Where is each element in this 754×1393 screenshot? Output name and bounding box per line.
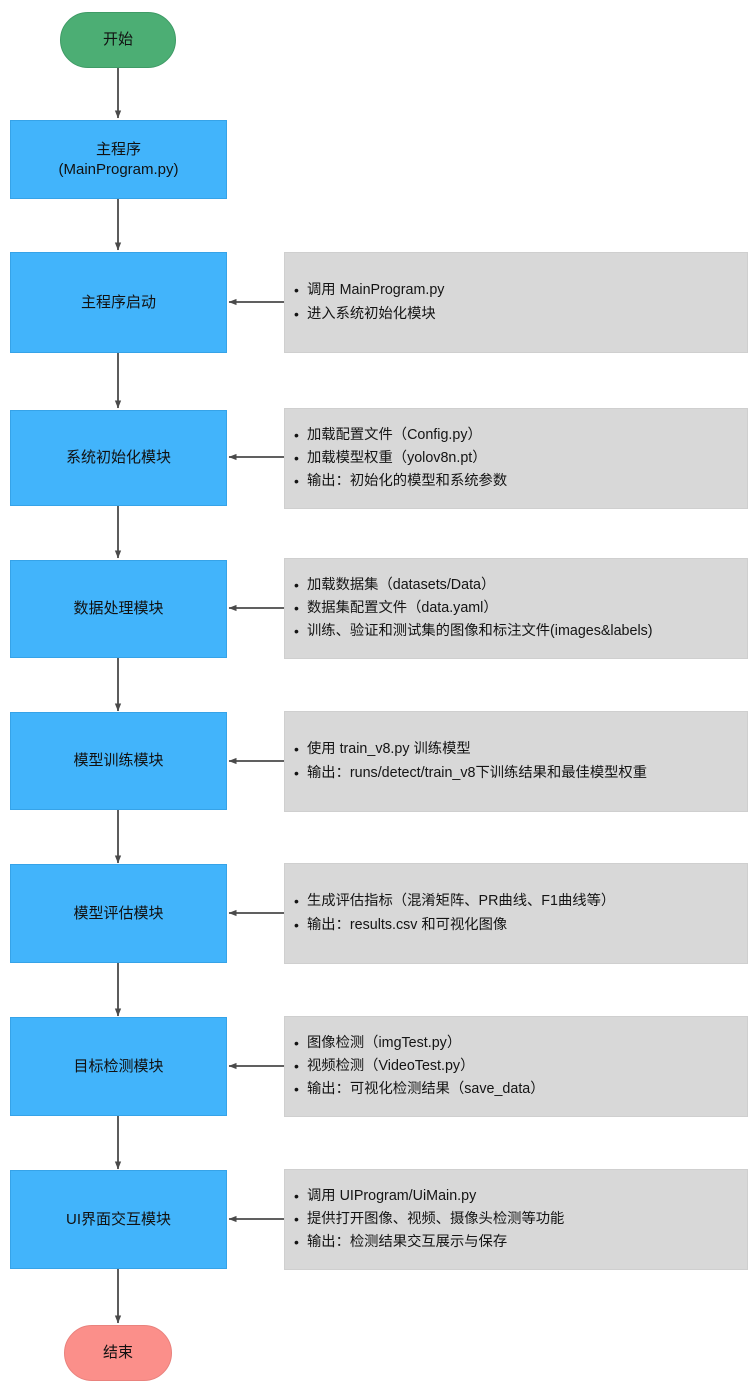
- annotation-item: 输出：results.csv 和可视化图像: [294, 914, 737, 937]
- node-end-label: 结束: [102, 1344, 133, 1362]
- node-data-processing[interactable]: 数据处理模块: [10, 560, 227, 658]
- annotation-item: 输出：检测结果交互展示与保存: [294, 1231, 737, 1254]
- annotation-ui-interaction: 调用 UIProgram/UiMain.py 提供打开图像、视频、摄像头检测等功…: [284, 1169, 748, 1270]
- node-start-label: 开始: [102, 31, 133, 49]
- node-program-launch-label: 主程序启动: [80, 293, 156, 311]
- annotation-item: 输出：runs/detect/train_v8下训练结果和最佳模型权重: [294, 762, 737, 785]
- annotation-item: 视频检测（VideoTest.py）: [294, 1055, 737, 1078]
- node-ui-interaction-label: UI界面交互模块: [65, 1210, 171, 1228]
- annotation-system-init: 加载配置文件（Config.py） 加载模型权重（yolov8n.pt） 输出：…: [284, 408, 748, 509]
- annotation-program-launch: 调用 MainProgram.py 进入系统初始化模块: [284, 252, 748, 353]
- node-program-launch[interactable]: 主程序启动: [10, 252, 227, 353]
- node-model-training-label: 模型训练模块: [73, 752, 164, 770]
- annotation-item: 调用 UIProgram/UiMain.py: [294, 1185, 737, 1208]
- annotation-item: 数据集配置文件（data.yaml）: [294, 597, 737, 620]
- node-data-processing-label: 数据处理模块: [73, 600, 164, 618]
- annotation-data-processing: 加载数据集（datasets/Data） 数据集配置文件（data.yaml） …: [284, 558, 748, 659]
- annotation-item: 输出：可视化检测结果（save_data）: [294, 1078, 737, 1101]
- annotation-item: 训练、验证和测试集的图像和标注文件(images&labels): [294, 620, 737, 643]
- node-object-detection[interactable]: 目标检测模块: [10, 1017, 227, 1116]
- annotation-item: 使用 train_v8.py 训练模型: [294, 738, 737, 761]
- annotation-item: 调用 MainProgram.py: [294, 279, 737, 302]
- node-system-init-label: 系统初始化模块: [65, 449, 171, 467]
- annotation-model-evaluation: 生成评估指标（混淆矩阵、PR曲线、F1曲线等） 输出：results.csv 和…: [284, 863, 748, 964]
- node-main-program-label: 主程序 (MainProgram.py): [58, 140, 179, 178]
- annotation-item: 加载模型权重（yolov8n.pt）: [294, 447, 737, 470]
- node-start[interactable]: 开始: [60, 12, 176, 68]
- node-end[interactable]: 结束: [64, 1325, 172, 1381]
- annotation-item: 加载数据集（datasets/Data）: [294, 574, 737, 597]
- annotation-item: 输出：初始化的模型和系统参数: [294, 470, 737, 493]
- annotation-model-training: 使用 train_v8.py 训练模型 输出：runs/detect/train…: [284, 711, 748, 812]
- node-model-evaluation[interactable]: 模型评估模块: [10, 864, 227, 963]
- annotation-item: 提供打开图像、视频、摄像头检测等功能: [294, 1208, 737, 1231]
- node-main-program[interactable]: 主程序 (MainProgram.py): [10, 120, 227, 199]
- annotation-item: 图像检测（imgTest.py）: [294, 1032, 737, 1055]
- node-ui-interaction[interactable]: UI界面交互模块: [10, 1170, 227, 1269]
- annotation-object-detection: 图像检测（imgTest.py） 视频检测（VideoTest.py） 输出：可…: [284, 1016, 748, 1117]
- node-model-evaluation-label: 模型评估模块: [73, 904, 164, 922]
- node-object-detection-label: 目标检测模块: [73, 1057, 164, 1075]
- node-system-init[interactable]: 系统初始化模块: [10, 410, 227, 506]
- annotation-item: 进入系统初始化模块: [294, 303, 737, 326]
- node-model-training[interactable]: 模型训练模块: [10, 712, 227, 810]
- annotation-item: 生成评估指标（混淆矩阵、PR曲线、F1曲线等）: [294, 890, 737, 913]
- annotation-item: 加载配置文件（Config.py）: [294, 424, 737, 447]
